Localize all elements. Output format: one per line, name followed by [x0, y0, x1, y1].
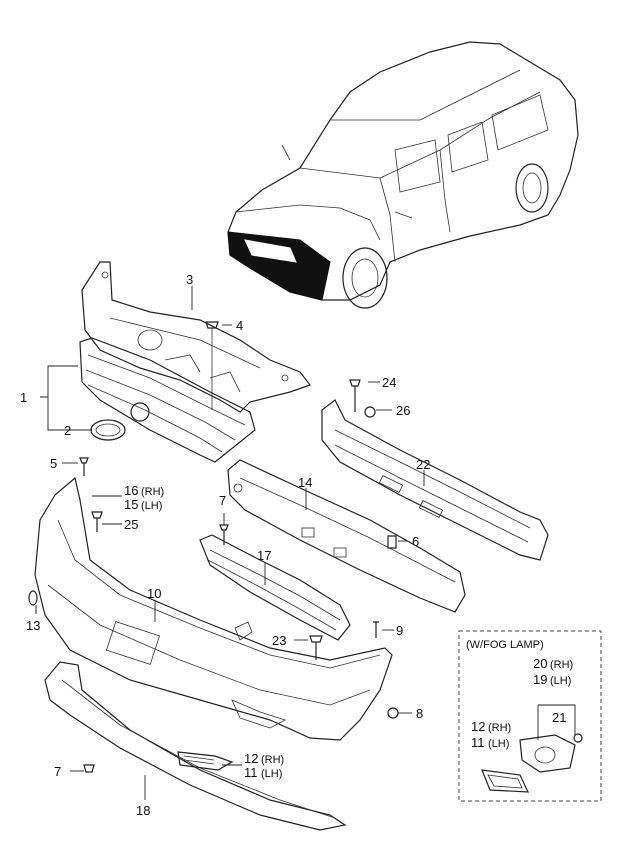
callout-23: 23 [272, 633, 286, 648]
callout-4: 4 [236, 318, 243, 333]
nut-part-8 [387, 707, 399, 719]
bolt-part-25 [91, 511, 103, 532]
callout-18: 18 [136, 803, 150, 818]
grille-part-1 [79, 337, 256, 463]
callout-20-side: (RH) [550, 659, 573, 671]
callout-11-main-side: (LH) [261, 768, 282, 780]
callout-20: 20 [533, 656, 547, 671]
nut-part-26 [364, 406, 376, 418]
callout-7-upper: 7 [219, 493, 226, 508]
callout-10: 10 [147, 586, 161, 601]
screw-part-5 [79, 457, 89, 476]
callout-12-main: 12 [244, 751, 258, 766]
clip-part-4 [205, 321, 219, 410]
callout-16: 16 [124, 483, 138, 498]
callout-labels: 3 4 1 2 5 16 (RH) 15 (LH) 25 24 26 22 14… [20, 272, 430, 818]
callout-12-fog-side: (RH) [488, 722, 511, 734]
callout-21: 21 [552, 710, 566, 725]
callout-11-fog-side: (LH) [488, 738, 509, 750]
callout-5: 5 [50, 456, 57, 471]
callout-8: 8 [416, 706, 423, 721]
vehicle-illustration [227, 41, 579, 309]
fog-cover-part-12-11 [177, 751, 234, 771]
upper-panel-part-3 [81, 261, 311, 413]
leader-lines [35, 286, 425, 800]
clip-part-9 [373, 621, 379, 638]
callout-15-side: (LH) [141, 500, 162, 512]
lower-grille-part-17 [199, 534, 351, 641]
callout-26: 26 [396, 403, 410, 418]
screw-part-7-upper [219, 524, 229, 545]
callout-11-fog: 11 [471, 735, 485, 750]
clip-part-6 [387, 535, 397, 549]
callout-19: 19 [533, 672, 547, 687]
callout-25: 25 [124, 517, 138, 532]
callout-12-fog: 12 [471, 719, 485, 734]
bumper-cover-part-10 [28, 476, 393, 741]
callout-14: 14 [298, 475, 312, 490]
callout-15: 15 [124, 497, 138, 512]
callout-22: 22 [416, 457, 430, 472]
callout-7-lower: 7 [54, 764, 61, 779]
fog-lamp-labels: (W/FOG LAMP) 20 (RH) 19 (LH) 21 12 (RH) … [466, 639, 573, 750]
callout-17: 17 [257, 548, 271, 563]
callout-9: 9 [396, 623, 403, 638]
callout-6: 6 [412, 534, 419, 549]
lower-lip-part-18 [44, 661, 347, 831]
screw-part-7-lower [83, 764, 95, 773]
callout-24: 24 [382, 375, 396, 390]
callout-11-main: 11 [244, 765, 258, 780]
fog-lamp-inset [458, 630, 602, 802]
energy-absorber-part-14 [227, 459, 466, 613]
callout-3: 3 [186, 272, 193, 287]
fog-box-title: (W/FOG LAMP) [466, 639, 544, 651]
bumper-beam-part-22 [321, 399, 549, 561]
bolt-part-23 [309, 635, 323, 660]
callout-13: 13 [26, 618, 40, 633]
callout-16-side: (RH) [141, 486, 164, 498]
callout-19-side: (LH) [550, 675, 571, 687]
callout-12-main-side: (RH) [261, 754, 284, 766]
callout-2: 2 [64, 423, 71, 438]
emblem-part-2 [90, 419, 126, 441]
callout-1: 1 [20, 390, 27, 405]
bolt-part-24 [349, 379, 361, 412]
